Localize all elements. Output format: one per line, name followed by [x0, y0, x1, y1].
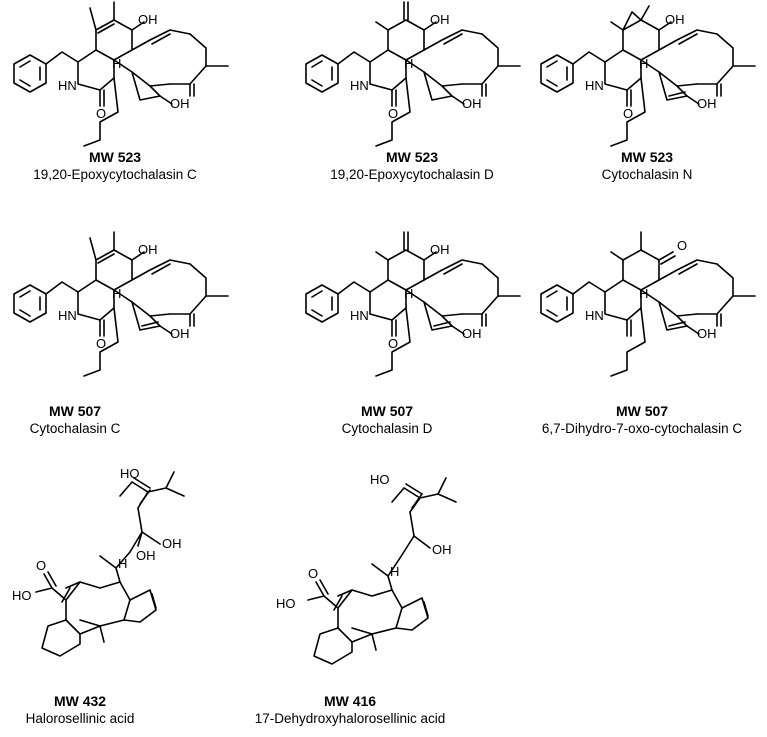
amide-nh-label: HN	[58, 78, 77, 93]
compound-caption: MW 507 Cytochalasin D	[267, 402, 507, 438]
ketone-o-label: O	[677, 238, 687, 253]
compound-name: 17-Dehydroxyhalorosellinic acid	[254, 711, 446, 726]
carbonyl-o-label: O	[388, 106, 398, 121]
amide-nh-label: HN	[585, 308, 604, 323]
compound-caption: MW 507 Cytochalasin C	[0, 402, 195, 438]
h-label: H	[639, 286, 648, 301]
structure-cytochalasin-n: OH HN O OH H	[540, 5, 756, 147]
phenyl-ring	[13, 54, 47, 93]
structure-cytochalasin-d: OH HN O OH H	[305, 231, 521, 377]
structure-epoxycytochalasin-c: OH HN O OH H	[13, 1, 229, 147]
carbonyl-o-label: O	[36, 558, 46, 573]
carbonyl-o-label: O	[96, 106, 106, 121]
hydroxyl-label: OH	[136, 548, 156, 563]
structure-halorosellinic-acid: HO OH OH H HO O	[12, 466, 185, 657]
hydroxyl-label: OH	[432, 542, 452, 557]
structure-dihydro-oxo-cytochalasin-c: O HN OH H	[540, 231, 756, 377]
compound-name: Cytochalasin N	[601, 167, 693, 182]
compound-name: 19,20-Epoxycytochalasin D	[330, 167, 494, 182]
carboxyl-ho-label: HO	[12, 588, 32, 603]
hydroxyl-label: OH	[138, 12, 158, 27]
structure-epoxycytochalasin-d: OH HN O OH H	[305, 1, 521, 147]
compound-name: 6,7-Dihydro-7-oxo-cytochalasin C	[541, 421, 743, 436]
h-label: H	[112, 286, 121, 301]
hydroxyl-label: OH	[462, 326, 482, 341]
molecular-weight: MW 523	[385, 149, 439, 165]
hydroxyl-label: OH	[430, 242, 450, 257]
compound-caption: MW 507 6,7-Dihydro-7-oxo-cytochalasin C	[522, 402, 762, 438]
molecular-weight: MW 416	[323, 693, 377, 709]
h-label: H	[639, 56, 648, 71]
h-label: H	[404, 56, 413, 71]
compound-caption: MW 523 19,20-Epoxycytochalasin C	[0, 148, 235, 184]
compound-caption: MW 523 Cytochalasin N	[527, 148, 767, 184]
structure-dehydroxyhalorosellinic-acid: HO OH H HO O	[276, 472, 457, 665]
compound-caption: MW 432 Halorosellinic acid	[0, 692, 200, 728]
hydroxyl-label: OH	[462, 96, 482, 111]
h-label: H	[404, 286, 413, 301]
h-label: H	[118, 556, 127, 571]
compound-caption: MW 523 19,20-Epoxycytochalasin D	[292, 148, 532, 184]
carbonyl-o-label: O	[388, 336, 398, 351]
amide-nh-label: HN	[350, 78, 369, 93]
structure-cytochalasin-c: OH HN O OH H	[13, 231, 229, 377]
h-label: H	[112, 56, 121, 71]
compound-caption: MW 416 17-Dehydroxyhalorosellinic acid	[230, 692, 470, 728]
carbonyl-o-label: O	[623, 106, 633, 121]
compound-name: 19,20-Epoxycytochalasin C	[33, 167, 197, 182]
hydroxyl-label: OH	[697, 96, 717, 111]
carboxyl-ho-label: HO	[370, 472, 390, 487]
hydroxyl-label: OH	[170, 96, 190, 111]
carboxyl-ho-label: HO	[120, 466, 140, 481]
amide-nh-label: HN	[58, 308, 77, 323]
carbonyl-o-label: O	[96, 336, 106, 351]
carboxyl-ho-label: HO	[276, 596, 296, 611]
hydroxyl-label: OH	[170, 326, 190, 341]
amide-nh-label: HN	[585, 78, 604, 93]
compound-name: Cytochalasin D	[341, 421, 433, 436]
molecular-weight: MW 523	[88, 149, 142, 165]
hydroxyl-label: OH	[697, 326, 717, 341]
compound-name: Halorosellinic acid	[25, 711, 135, 726]
hydroxyl-label: OH	[162, 536, 182, 551]
compound-name: Cytochalasin C	[29, 421, 121, 436]
carbonyl-o-label: O	[308, 566, 318, 581]
molecular-weight: MW 507	[615, 403, 669, 419]
hydroxyl-label: OH	[430, 12, 450, 27]
hydroxyl-label: OH	[665, 12, 685, 27]
molecular-weight: MW 507	[48, 403, 102, 419]
molecular-weight: MW 523	[620, 149, 674, 165]
molecular-weight: MW 507	[360, 403, 414, 419]
amide-nh-label: HN	[350, 308, 369, 323]
molecular-weight: MW 432	[53, 693, 107, 709]
hydroxyl-label: OH	[138, 242, 158, 257]
h-label: H	[390, 564, 399, 579]
